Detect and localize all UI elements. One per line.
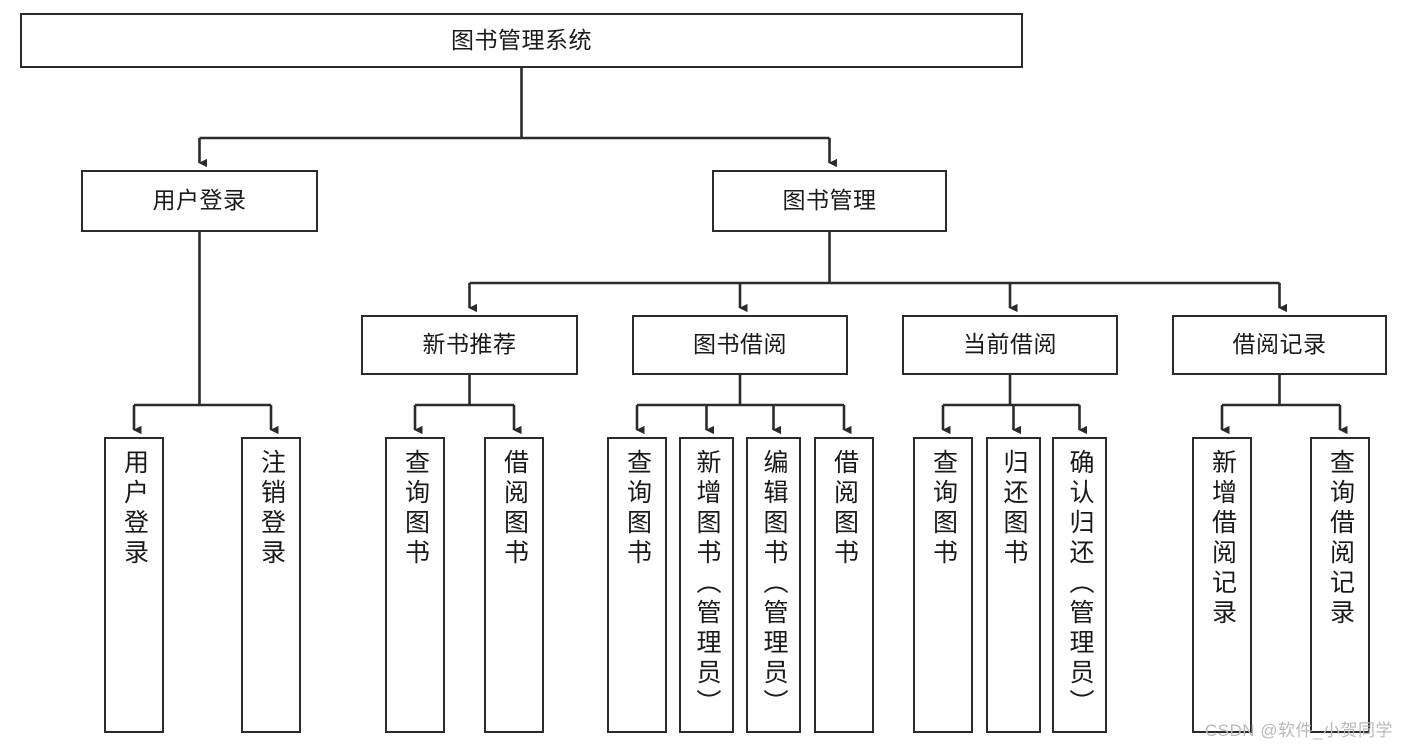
node-label: 编辑图书（管理员） <box>760 449 788 719</box>
node-label: 借阅图书 <box>830 449 859 569</box>
node-label: 借阅记录 <box>1232 331 1327 358</box>
node-records[interactable]: 借阅记录 <box>1172 315 1387 375</box>
node-leaf-cur-1[interactable]: 查询图书 <box>913 437 973 733</box>
node-bookmgmt[interactable]: 图书管理 <box>712 170 947 232</box>
node-label: 查询图书 <box>929 449 958 569</box>
node-current[interactable]: 当前借阅 <box>902 315 1118 375</box>
node-label: 注销登录 <box>257 449 286 569</box>
node-label: 用户登录 <box>152 187 247 214</box>
node-label: 当前借阅 <box>963 331 1057 358</box>
node-label: 查询借阅记录 <box>1326 449 1355 629</box>
node-leaf-borrow-1[interactable]: 查询图书 <box>607 437 667 733</box>
node-newbook[interactable]: 新书推荐 <box>361 315 578 375</box>
node-leaf-login-2[interactable]: 注销登录 <box>241 437 301 733</box>
node-label: 图书管理系统 <box>451 26 592 53</box>
node-leaf-borrow-3[interactable]: 编辑图书（管理员） <box>746 437 801 733</box>
node-label: 图书借阅 <box>693 331 787 358</box>
node-leaf-borrow-2[interactable]: 新增图书（管理员） <box>679 437 734 733</box>
node-root[interactable]: 图书管理系统 <box>20 13 1023 68</box>
node-leaf-login-1[interactable]: 用户登录 <box>104 437 164 733</box>
node-label: 图书管理 <box>782 187 877 214</box>
node-leaf-borrow-4[interactable]: 借阅图书 <box>814 437 874 733</box>
node-leaf-cur-3[interactable]: 确认归还（管理员） <box>1052 437 1107 733</box>
node-label: 确认归还（管理员） <box>1066 449 1094 719</box>
node-leaf-new-2[interactable]: 借阅图书 <box>484 437 544 733</box>
node-borrow[interactable]: 图书借阅 <box>632 315 848 375</box>
node-label: 用户登录 <box>120 449 149 569</box>
node-label: 借阅图书 <box>500 449 529 569</box>
node-label: 归还图书 <box>1000 449 1028 569</box>
node-leaf-cur-2[interactable]: 归还图书 <box>986 437 1041 733</box>
node-login[interactable]: 用户登录 <box>81 170 318 232</box>
edges-group <box>132 68 1348 435</box>
node-label: 新书推荐 <box>422 331 517 358</box>
node-label: 新增图书（管理员） <box>693 449 721 719</box>
node-leaf-rec-2[interactable]: 查询借阅记录 <box>1310 437 1370 733</box>
node-label: 查询图书 <box>623 449 652 569</box>
node-label: 查询图书 <box>401 449 430 569</box>
node-leaf-rec-1[interactable]: 新增借阅记录 <box>1192 437 1252 733</box>
node-leaf-new-1[interactable]: 查询图书 <box>385 437 445 733</box>
node-label: 新增借阅记录 <box>1208 449 1237 629</box>
